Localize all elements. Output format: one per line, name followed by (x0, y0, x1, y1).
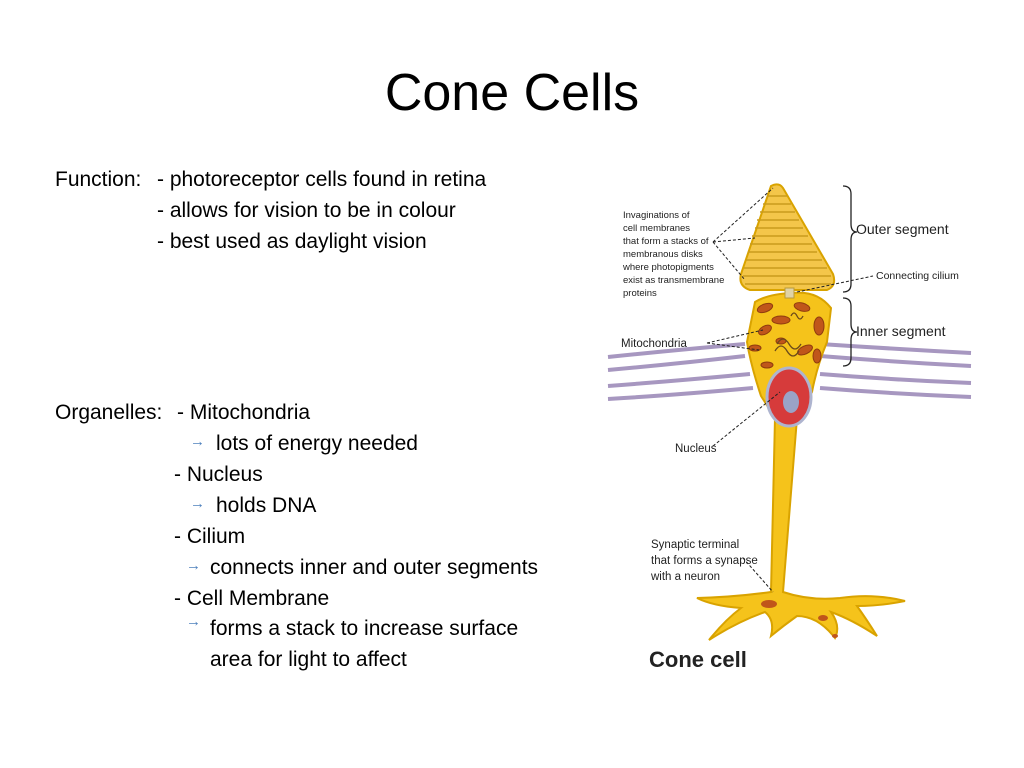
invagination-line: Invaginations of (623, 210, 690, 221)
nucleus-inner (783, 391, 799, 413)
invagination-line: cell membranes (623, 223, 690, 234)
nucleus-label: Nucleus (675, 443, 717, 455)
invagination-line: that form a stacks of (623, 236, 709, 247)
inner-segment-bracket (842, 297, 858, 367)
invagination-line: proteins (623, 288, 657, 299)
arrow-icon: → (186, 613, 201, 630)
connecting-cilium (784, 287, 795, 299)
outer-segment-label: Outer segment (856, 221, 949, 237)
organelle-detail-cilium: connects inner and outer segments (210, 556, 539, 579)
synaptic-terminal-line: Synaptic terminal (651, 539, 739, 551)
invagination-line: exist as transmembrane (623, 275, 724, 286)
arrow-icon: → (190, 433, 205, 450)
leader-lines (706, 187, 874, 593)
disc-stack (743, 195, 831, 285)
function-item-1: - photoreceptor cells found in retina (157, 168, 487, 191)
terminal-organelles (761, 600, 838, 638)
organelle-cilium: - Cilium (174, 525, 246, 548)
inner-segment-label: Inner segment (856, 323, 946, 339)
function-item-2: - allows for vision to be in colour (157, 199, 456, 222)
arrow-icon: → (186, 557, 201, 574)
function-item-3: - best used as daylight vision (157, 230, 427, 253)
organelles-label: Organelles: (55, 401, 163, 424)
organelle-detail-nucleus: holds DNA (216, 494, 317, 517)
membrane-bands (607, 342, 972, 401)
cone-cell-diagram: Invaginations of cell membranes that for… (607, 183, 972, 672)
organelle-detail-cell-membrane-2: area for light to affect (210, 648, 407, 671)
invagination-line: where photopigments (622, 262, 714, 273)
organelle-nucleus: - Nucleus (174, 463, 263, 486)
invaginations-label: Invaginations of cell membranes that for… (622, 210, 724, 299)
organelle-cell-membrane: - Cell Membrane (174, 587, 330, 610)
function-label: Function: (55, 168, 142, 191)
golgi-apparatus (774, 312, 804, 357)
invagination-line: membranous disks (623, 249, 703, 260)
organelle-detail-cell-membrane-1: forms a stack to increase surface (210, 617, 519, 640)
arrow-icon: → (190, 495, 205, 512)
synaptic-terminal-line: that forms a synapse (651, 555, 758, 567)
connecting-cilium-label: Connecting cilium (876, 270, 959, 282)
organelle-mitochondria: - Mitochondria (177, 401, 311, 424)
mitochondria-group (748, 302, 825, 369)
synaptic-terminal-line: with a neuron (650, 571, 720, 583)
outer-segment (739, 183, 836, 291)
organelle-detail-mitochondria: lots of energy needed (216, 432, 418, 455)
outer-segment-bracket (842, 185, 858, 293)
diagram-caption: Cone cell (649, 647, 747, 672)
slide-title: Cone Cells (384, 64, 640, 122)
mitochondria-label: Mitochondria (621, 338, 687, 350)
cell-body (696, 291, 906, 641)
